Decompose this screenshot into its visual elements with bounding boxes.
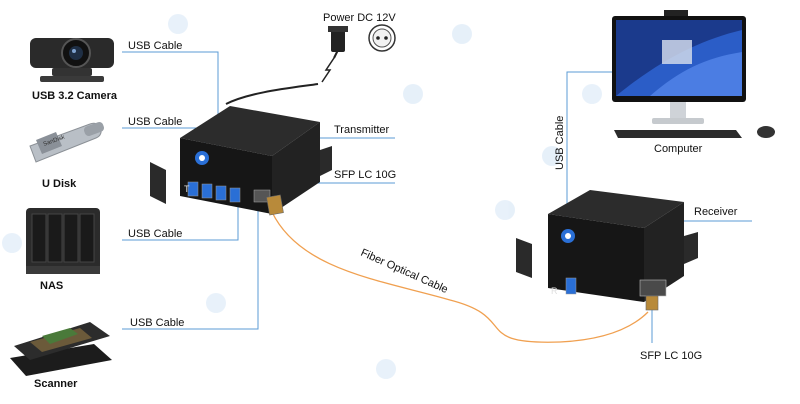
sfp-rx-label: SFP LC 10G — [640, 350, 703, 362]
usb-camera-icon — [30, 38, 114, 82]
receiver-device — [516, 190, 698, 311]
power-cable — [225, 49, 339, 105]
computer-usb-cable-label: USB Cable — [554, 116, 566, 170]
scanner-usb-cable-label: USB Cable — [130, 317, 185, 329]
power-adapter-icon — [328, 24, 396, 52]
watermark-logo-icon — [2, 14, 602, 379]
fiber-optical-cable — [271, 211, 649, 343]
u-disk-icon — [29, 122, 104, 163]
usb-camera-label: USB 3.2 Camera — [32, 90, 117, 102]
power-label: Power DC 12V — [323, 12, 396, 24]
nas-usb-cable-label: USB Cable — [128, 228, 183, 240]
scanner-label: Scanner — [34, 378, 78, 390]
computer-label: Computer — [654, 143, 703, 155]
nas-label: NAS — [40, 280, 64, 292]
nas-icon — [26, 208, 100, 274]
scanner-cable-line — [122, 205, 259, 330]
sfp-tx-label: SFP LC 10G — [334, 169, 397, 181]
tx-letter: T — [184, 184, 190, 194]
transmitter-label: Transmitter — [334, 124, 390, 136]
transmitter-device — [150, 106, 332, 216]
rx-letter: R — [551, 286, 558, 296]
nas-cable-line — [122, 205, 239, 241]
udisk-usb-cable-label: USB Cable — [128, 116, 183, 128]
camera-usb-cable-label: USB Cable — [128, 40, 183, 52]
scanner-icon — [10, 322, 112, 376]
receiver-label: Receiver — [694, 206, 738, 218]
u-disk-label: U Disk — [42, 178, 77, 190]
computer-cable-line — [566, 71, 612, 250]
fiber-optical-cable-label: Fiber Optical Cable — [359, 247, 450, 296]
computer-icon — [612, 10, 775, 138]
